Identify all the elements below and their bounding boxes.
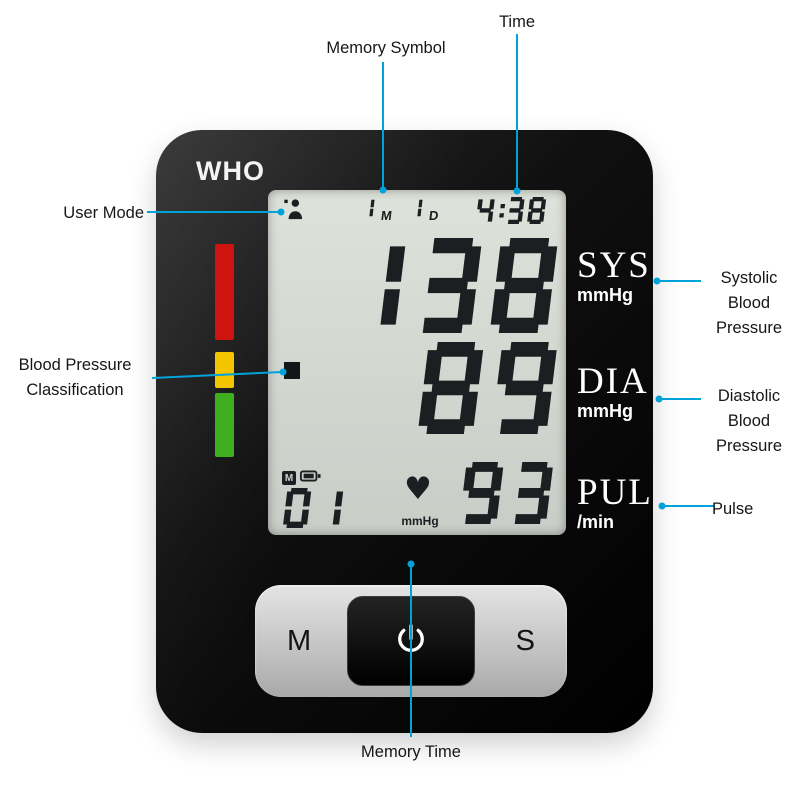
systolic-value: [336, 238, 577, 334]
callout-memory-symbol: Memory Symbol: [326, 39, 446, 57]
memory-index-value: [282, 488, 352, 528]
memory-digit-d: [408, 198, 427, 223]
callout-pulse: Pulse: [712, 500, 754, 518]
sys-unit-label: mmHg: [577, 285, 634, 305]
memory-battery-icons: M: [282, 469, 321, 487]
blood-pressure-monitor: WHO M D: [156, 130, 653, 733]
memory-digit-m: [360, 198, 379, 223]
classification-indicator: [284, 362, 300, 379]
pul-label-group: PUL /min: [577, 474, 653, 533]
memory-symbol: M D: [360, 198, 440, 223]
dia-label: DIA: [577, 361, 649, 402]
button-panel: M S: [255, 585, 567, 697]
classification-bar-red: [215, 244, 234, 340]
sys-label: SYS: [577, 245, 651, 286]
diastolic-value: [416, 342, 576, 435]
pul-unit-label: /min: [577, 512, 615, 532]
lcd-display: M D M: [268, 190, 566, 535]
callout-user-mode: User Mode: [63, 204, 144, 222]
time-display: [475, 197, 552, 225]
heart-icon: ♥: [404, 471, 432, 507]
dia-unit-label: mmHg: [577, 401, 634, 421]
callout-systolic: Systolic Blood Pressure: [715, 269, 783, 337]
memory-icon: M: [282, 471, 296, 485]
power-button[interactable]: [347, 596, 475, 686]
classification-bar-green: [215, 393, 234, 457]
battery-icon: [300, 469, 321, 487]
memory-letter-m: M: [380, 208, 393, 223]
memory-letter-d: D: [427, 208, 440, 223]
user-mode-icon: [284, 198, 305, 225]
memory-symbol-m: M: [360, 198, 393, 223]
pul-label: PUL: [577, 472, 653, 513]
memory-button[interactable]: M: [287, 624, 312, 657]
callout-memory-time: Memory Time: [361, 743, 461, 761]
classification-bar-yellow: [215, 352, 234, 388]
who-label: WHO: [196, 156, 265, 186]
callout-diastolic: Diastolic Blood Pressure: [715, 387, 783, 455]
callout-bp-classification: Blood Pressure Classification: [18, 356, 132, 399]
mmhg-unit-label: mmHg: [401, 514, 439, 528]
memory-symbol-d: D: [408, 198, 440, 223]
power-icon: [393, 622, 429, 661]
pulse-value: [458, 462, 566, 524]
dia-label-group: DIA mmHg: [577, 363, 649, 422]
sys-label-group: SYS mmHg: [577, 247, 651, 306]
set-button[interactable]: S: [515, 624, 535, 657]
callout-time: Time: [498, 13, 536, 31]
